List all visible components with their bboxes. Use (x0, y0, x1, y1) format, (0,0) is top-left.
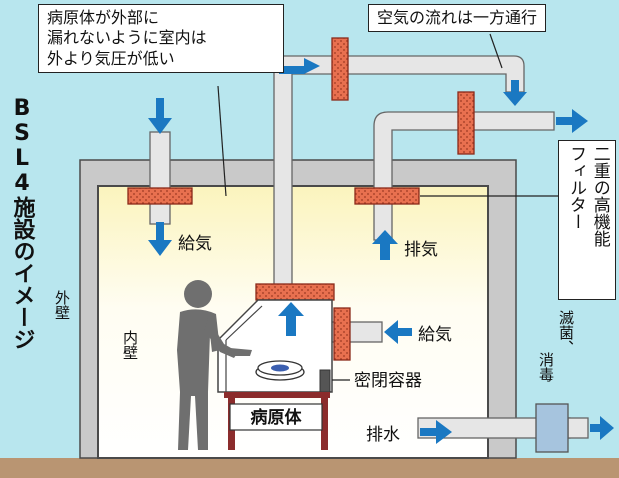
arrow-exhaust-out (556, 109, 588, 133)
supply-air-left-label: 給気 (178, 234, 212, 254)
drain-pipe-right (567, 417, 589, 439)
pressure-note-line3: 外より気圧が低い (47, 48, 175, 68)
airflow-arrows (148, 58, 614, 444)
researcher-silhouette (177, 280, 252, 450)
exhaust-air-label: 排気 (404, 240, 438, 260)
airflow-note-text: 空気の流れは一方通行 (377, 8, 538, 27)
filter-container-top (255, 283, 335, 301)
filter-note-line2: フィルター (566, 145, 586, 230)
filter-note: 二重の高機能 フィルター (558, 140, 616, 300)
arrow-exhaust-up (372, 230, 398, 260)
arrow-supply-in-top (148, 98, 172, 134)
arrow-drain-out (590, 416, 614, 440)
exhaust-pipe-second (373, 111, 555, 241)
filters (127, 37, 475, 361)
filter-supply-left (127, 187, 193, 205)
containment-cabinet (217, 299, 333, 450)
sterilizer-unit (535, 403, 569, 453)
arrow-supply-in-room (148, 222, 172, 256)
arrow-pipe-down (503, 80, 527, 106)
diagram-title: BSL4施設のイメージ (10, 96, 36, 350)
outer-wall-label: 外壁 (53, 290, 71, 320)
ground (0, 458, 619, 478)
filter-supply-right (333, 307, 351, 361)
airflow-note: 空気の流れは一方通行 (368, 4, 547, 33)
arrow-pipe-right-top (279, 58, 320, 74)
arrow-drain-in (420, 420, 452, 444)
arrow-supply-in-right (384, 320, 412, 344)
filter-top (331, 37, 349, 101)
leader-lines (217, 33, 560, 381)
container-label: 密閉容器 (354, 371, 422, 391)
sterilize-label-line2: 消毒 (537, 352, 555, 382)
sterilize-label-line1: 滅菌、 (557, 310, 575, 355)
supply-air-right-label: 給気 (418, 325, 452, 345)
drainage-label: 排水 (366, 425, 400, 445)
pathogen-sample (271, 364, 289, 372)
pathogen-label: 病原体 (251, 407, 303, 428)
inner-wall-label: 内壁 (121, 330, 139, 360)
pressure-note-line1: 病原体が外部に (47, 8, 160, 27)
supply-pipe-left (149, 131, 171, 225)
pathogen-label-box (229, 403, 323, 431)
filter-note-line1: 二重の高機能 (589, 145, 610, 247)
filter-second (457, 91, 475, 155)
arrow-container-up (278, 302, 304, 336)
pressure-note-line2: 漏れないように室内は (47, 28, 207, 48)
pressure-note: 病原体が外部に 漏れないように室内は 外より気圧が低い (38, 4, 284, 74)
filter-exhaust-room (354, 187, 420, 205)
